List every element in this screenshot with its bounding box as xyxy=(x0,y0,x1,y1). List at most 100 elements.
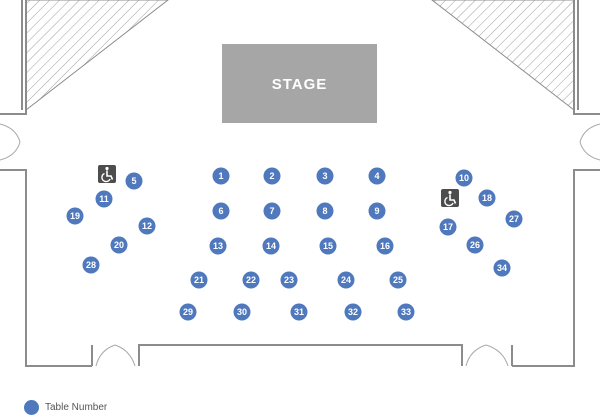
table-marker xyxy=(263,167,281,185)
table-19: 19 xyxy=(66,207,84,225)
table-marker xyxy=(66,207,84,225)
stage xyxy=(222,44,377,123)
table-marker xyxy=(439,218,457,236)
table-32: 32 xyxy=(344,303,362,321)
table-1: 1 xyxy=(212,167,230,185)
table-number: 27 xyxy=(509,214,519,224)
table-marker xyxy=(389,271,407,289)
table-marker xyxy=(316,167,334,185)
table-marker xyxy=(455,169,473,187)
hatched-corner-right xyxy=(431,0,575,112)
table-number: 18 xyxy=(482,193,492,203)
table-12: 12 xyxy=(138,217,156,235)
table-14: 14 xyxy=(262,237,280,255)
table-marker xyxy=(263,202,281,220)
table-marker xyxy=(493,259,511,277)
table-number: 4 xyxy=(374,171,379,181)
table-marker xyxy=(110,236,128,254)
table-4: 4 xyxy=(368,167,386,185)
table-marker xyxy=(138,217,156,235)
table-13: 13 xyxy=(209,237,227,255)
table-marker xyxy=(316,202,334,220)
table-marker xyxy=(209,237,227,255)
table-marker xyxy=(212,202,230,220)
table-number: 12 xyxy=(142,221,152,231)
table-number: 11 xyxy=(99,194,109,204)
table-number: 21 xyxy=(194,275,204,285)
table-33: 33 xyxy=(397,303,415,321)
table-marker xyxy=(319,237,337,255)
table-27: 27 xyxy=(505,210,523,228)
table-number: 34 xyxy=(497,263,507,273)
table-10: 10 xyxy=(455,169,473,187)
table-9: 9 xyxy=(368,202,386,220)
table-number: 31 xyxy=(294,307,304,317)
table-marker xyxy=(466,236,484,254)
table-number: 14 xyxy=(266,241,276,251)
table-marker xyxy=(376,237,394,255)
table-31: 31 xyxy=(290,303,308,321)
table-number: 9 xyxy=(374,206,379,216)
table-number: 22 xyxy=(246,275,256,285)
wheelchair-icon xyxy=(441,189,459,207)
table-24: 24 xyxy=(337,271,355,289)
table-number: 32 xyxy=(348,307,358,317)
table-marker xyxy=(290,303,308,321)
table-number: 19 xyxy=(70,211,80,221)
table-number: 10 xyxy=(459,173,469,183)
table-number: 13 xyxy=(213,241,223,251)
table-number: 15 xyxy=(323,241,333,251)
table-number: 29 xyxy=(183,307,193,317)
table-34: 34 xyxy=(493,259,511,277)
table-3: 3 xyxy=(316,167,334,185)
table-marker xyxy=(242,271,260,289)
stage-label: STAGE xyxy=(272,76,328,93)
table-29: 29 xyxy=(179,303,197,321)
table-marker xyxy=(368,202,386,220)
table-number: 3 xyxy=(322,171,327,181)
table-number: 26 xyxy=(470,240,480,250)
table-26: 26 xyxy=(466,236,484,254)
table-number: 25 xyxy=(393,275,403,285)
table-marker xyxy=(280,271,298,289)
table-marker xyxy=(344,303,362,321)
table-number: 6 xyxy=(218,206,223,216)
doors xyxy=(0,123,600,367)
table-7: 7 xyxy=(263,202,281,220)
table-marker xyxy=(368,167,386,185)
table-23: 23 xyxy=(280,271,298,289)
table-number: 17 xyxy=(443,222,453,232)
table-17: 17 xyxy=(439,218,457,236)
hatched-corner-left xyxy=(25,0,169,112)
table-marker xyxy=(337,271,355,289)
walls xyxy=(0,0,600,367)
table-marker xyxy=(82,256,100,274)
table-18: 18 xyxy=(478,189,496,207)
table-marker xyxy=(179,303,197,321)
table-number: 20 xyxy=(114,240,124,250)
table-marker xyxy=(262,237,280,255)
table-15: 15 xyxy=(319,237,337,255)
table-marker xyxy=(505,210,523,228)
table-number: 7 xyxy=(269,206,274,216)
table-11: 11 xyxy=(95,190,113,208)
table-8: 8 xyxy=(316,202,334,220)
table-number: 8 xyxy=(322,206,327,216)
table-22: 22 xyxy=(242,271,260,289)
wheelchair-icon xyxy=(98,165,116,183)
table-marker xyxy=(190,271,208,289)
table-30: 30 xyxy=(233,303,251,321)
table-21: 21 xyxy=(190,271,208,289)
legend-label: Table Number xyxy=(45,402,108,413)
table-number: 28 xyxy=(86,260,96,270)
table-6: 6 xyxy=(212,202,230,220)
table-number: 5 xyxy=(131,176,136,186)
table-number: 16 xyxy=(380,241,390,251)
table-25: 25 xyxy=(389,271,407,289)
table-marker-icon xyxy=(24,400,39,415)
table-5: 5 xyxy=(125,172,143,190)
table-20: 20 xyxy=(110,236,128,254)
table-number: 30 xyxy=(237,307,247,317)
table-marker xyxy=(212,167,230,185)
